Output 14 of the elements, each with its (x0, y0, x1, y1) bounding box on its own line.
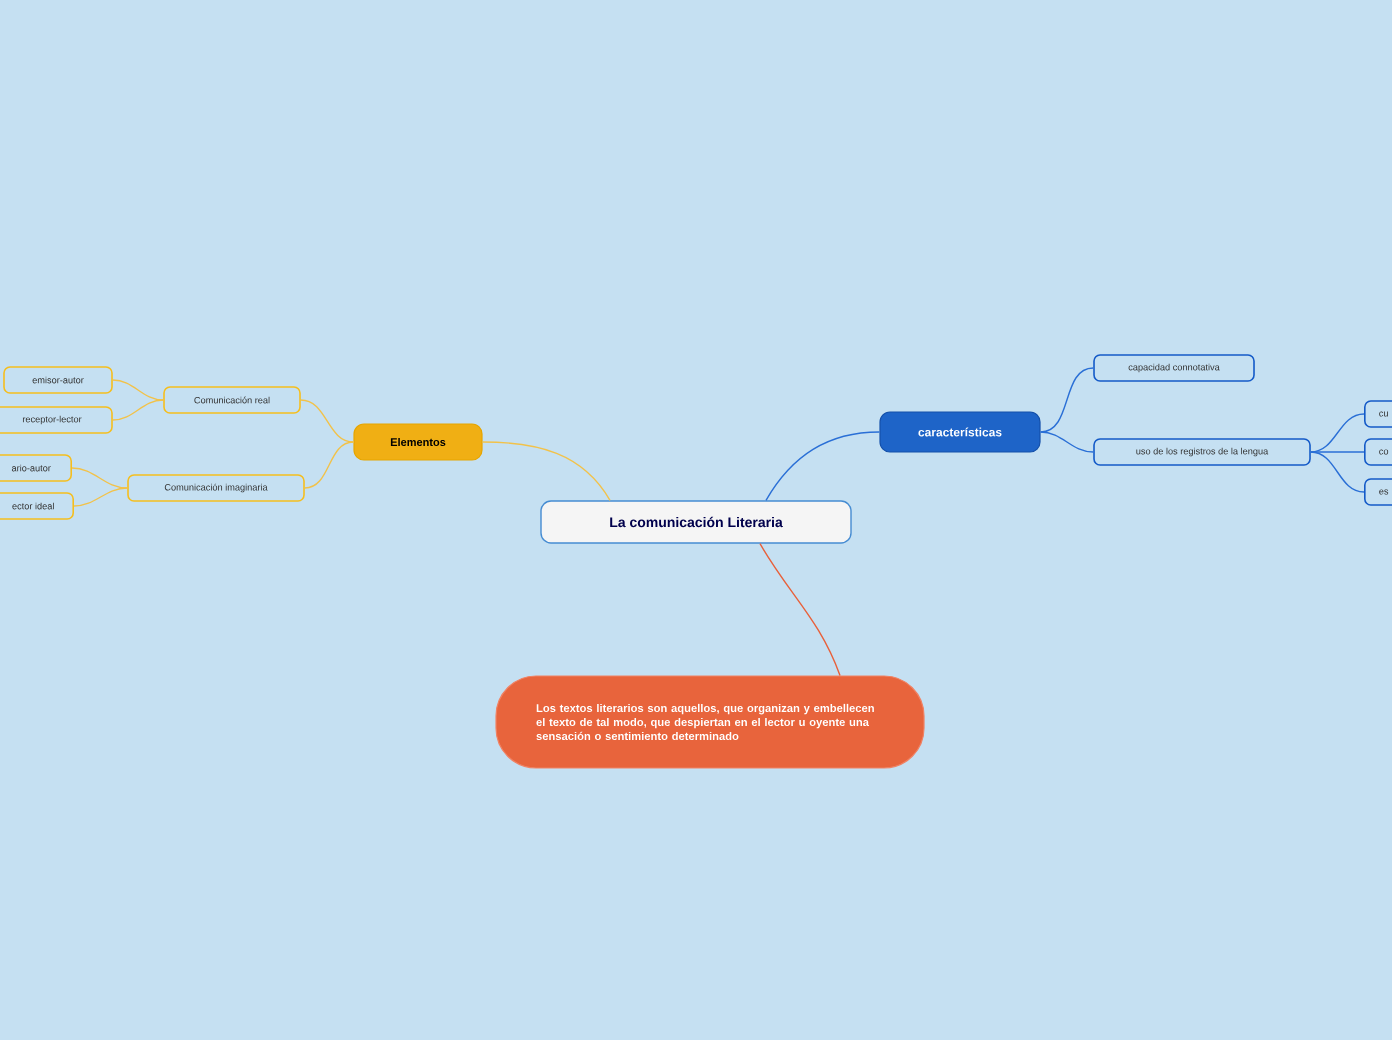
connector (300, 399, 355, 443)
connector (1310, 413, 1365, 453)
connector (1310, 451, 1365, 453)
connector (1039, 431, 1094, 453)
connector (481, 441, 611, 501)
connector (304, 441, 355, 489)
connector (1039, 367, 1094, 433)
connector (71, 467, 128, 489)
connector (765, 431, 881, 501)
connector (1310, 451, 1365, 493)
connector (112, 399, 164, 421)
connector (112, 379, 164, 401)
connector (73, 487, 128, 507)
connector (759, 543, 841, 677)
